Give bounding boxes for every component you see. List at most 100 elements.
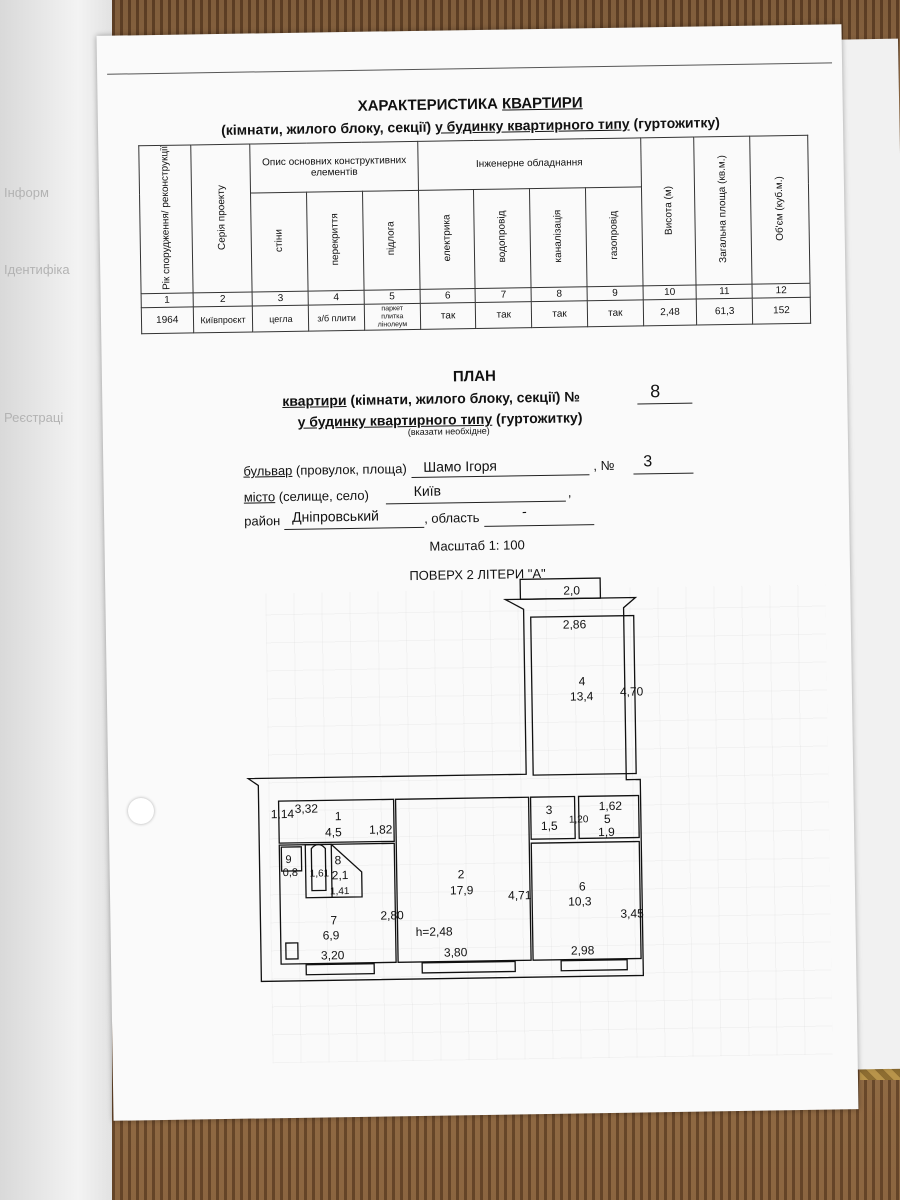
- characteristics-table: Рік спорудження/ реконструкції Серія про…: [138, 135, 811, 335]
- ghost-text: Реєстраці: [4, 410, 64, 425]
- room-9-area: 0,8: [283, 867, 298, 879]
- finger-mark: [128, 798, 154, 824]
- col-number: 10: [642, 285, 697, 300]
- value-gas: так: [587, 299, 644, 327]
- plan-hint: (вказати необхідне): [407, 425, 490, 438]
- region-label: , область: [424, 509, 480, 526]
- room-2-height: 4,71: [508, 888, 532, 902]
- value-height: 2,48: [642, 299, 698, 326]
- header-electric: електрика: [418, 189, 476, 290]
- header-floor: підлога: [362, 189, 420, 291]
- col-number: 5: [364, 289, 421, 305]
- street-label: бульвар (провулок, площа): [243, 461, 407, 479]
- header-structural: Опис основних конструктивних елементів: [250, 141, 419, 193]
- room-5-width: 1,62: [599, 799, 623, 813]
- balcony-width: 2,0: [563, 583, 580, 597]
- value-walls: цегла: [252, 305, 309, 333]
- ghost-text: Ідентифіка: [4, 262, 70, 277]
- room-6-area: 10,3: [568, 894, 592, 908]
- ghost-text: Інформ: [4, 185, 49, 200]
- col-number: 12: [752, 283, 811, 299]
- room-7-number: 7: [330, 913, 337, 927]
- plan-labels: 2,0 2,86 4 13,4 4,70 3,32 1,14 1 4,5 1,8…: [271, 583, 645, 962]
- city-line: [385, 500, 566, 505]
- city-value: Київ: [413, 482, 442, 499]
- room-5-area: 1,9: [598, 825, 615, 839]
- room-6-number: 6: [579, 879, 586, 893]
- room-7-width: 3,20: [321, 948, 345, 962]
- col-number: 7: [475, 287, 532, 303]
- col-number: 3: [252, 291, 309, 307]
- value-water: так: [475, 301, 532, 329]
- room-6-height: 3,45: [620, 906, 644, 920]
- room-8-number: 8: [334, 853, 341, 867]
- header-area: Загальна площа (кв.м.): [694, 136, 753, 286]
- room-1-width: 3,32: [295, 802, 319, 816]
- header-walls: стіни: [250, 191, 309, 293]
- district-label: район: [244, 513, 281, 529]
- room-1-area: 4,5: [325, 825, 342, 839]
- header-engineering: Інженерне обладнання: [417, 137, 642, 190]
- header-height: Висота (м): [640, 137, 697, 286]
- underlying-page-left: Інформ Ідентифіка Реєстраці: [0, 0, 112, 1200]
- floor-plan-drawing: 2,0 2,86 4 13,4 4,70 3,32 1,14 1 4,5 1,8…: [246, 577, 645, 983]
- room-6-width: 2,98: [571, 943, 595, 957]
- col-number: 4: [308, 290, 365, 306]
- room-3-number: 3: [546, 803, 553, 817]
- value-area: 61,3: [696, 298, 753, 326]
- room-5-number: 5: [604, 812, 611, 826]
- header-slab: перекриття: [306, 190, 365, 292]
- header-water: водопровід: [473, 188, 532, 289]
- room-7-area: 6,9: [323, 928, 340, 942]
- room-8-width: 1,61: [310, 868, 330, 879]
- col-number: 8: [531, 286, 588, 302]
- room-2-width: 3,80: [444, 945, 468, 959]
- city-tail: ,: [567, 484, 572, 500]
- house-line: [633, 472, 694, 475]
- house-label: , №: [593, 457, 615, 474]
- room-8-area: 2,1: [332, 868, 349, 882]
- room-9-number: 9: [285, 854, 291, 866]
- plan-line-1: квартири (кімнати, жилого блоку, секції)…: [282, 388, 580, 410]
- house-number: 3: [643, 453, 653, 471]
- value-series: Київпроєкт: [192, 306, 254, 334]
- room-1-number: 1: [335, 809, 342, 823]
- header-series: Серія проекту: [190, 144, 253, 294]
- plan-scale: Масштаб 1: 100: [429, 537, 525, 554]
- room-4-number: 4: [579, 674, 586, 688]
- street-line: [411, 474, 590, 479]
- col-number: 11: [696, 284, 753, 300]
- value-year: 1964: [141, 307, 194, 334]
- apartment-number: 8: [650, 381, 661, 402]
- document-page: ХАРАКТЕРИСТИКА КВАРТИРИ (кімнати, жилого…: [96, 24, 859, 1121]
- page-top-rule: [107, 62, 833, 75]
- header-year: Рік спорудження/ реконструкції: [138, 144, 193, 294]
- header-volume: Об'єм (куб.м.): [749, 135, 810, 285]
- room-2-area: 17,9: [450, 883, 474, 897]
- room-4-width: 2,86: [563, 617, 587, 631]
- room-2-number: 2: [458, 867, 465, 881]
- region-line: [484, 524, 595, 527]
- region-value: -: [521, 503, 527, 520]
- room-1-side: 1,14: [271, 807, 295, 821]
- district-line: [284, 526, 425, 531]
- room-7-height: 2,80: [380, 908, 404, 922]
- room-2-ceiling: h=2,48: [416, 924, 454, 939]
- room-3-height: 1,20: [569, 814, 589, 825]
- room-4-area: 13,4: [570, 689, 594, 703]
- col-number: 1: [141, 293, 193, 308]
- plan-walls: [246, 577, 645, 983]
- col-number: 9: [587, 285, 643, 301]
- col-number: 6: [419, 288, 476, 304]
- district-value: Дніпровський: [291, 507, 380, 525]
- city-label: місто (селище, село): [243, 487, 369, 505]
- apartment-number-line: [637, 402, 693, 405]
- room-1-height: 1,82: [369, 822, 393, 836]
- value-slab: з/б плити: [308, 304, 365, 332]
- room-3-area: 1,5: [541, 819, 558, 833]
- room-8-depth: 1,41: [330, 886, 350, 897]
- plan-title: ПЛАН: [452, 367, 497, 386]
- header-gas: газопровід: [585, 186, 643, 287]
- value-electric: так: [420, 302, 477, 330]
